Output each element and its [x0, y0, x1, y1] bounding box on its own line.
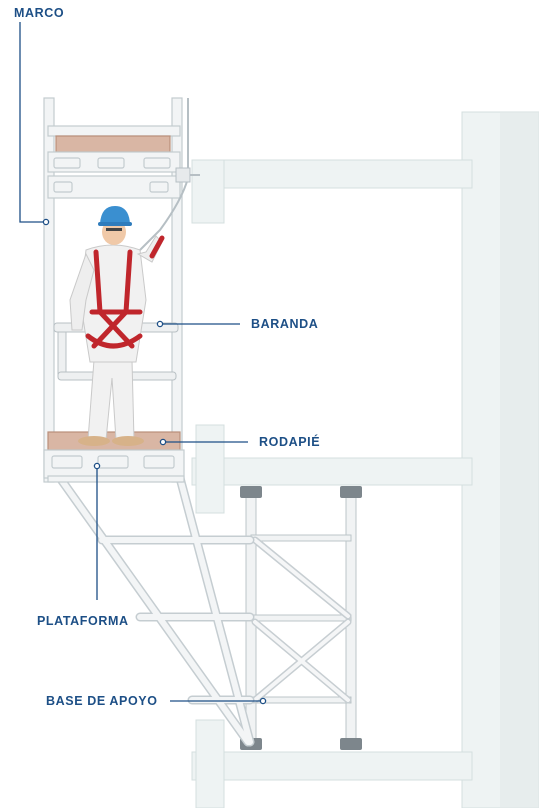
top-deck-back [47, 175, 181, 199]
jack-top-right [340, 486, 362, 498]
top-toe-board [55, 135, 171, 153]
hard-hat-icon [100, 206, 130, 224]
building-upper-slab [191, 159, 473, 189]
leader-marco [19, 22, 46, 223]
leader-dots [42, 218, 267, 705]
label-baranda: BARANDA [251, 317, 319, 331]
wall-tie [139, 98, 200, 251]
worker-with-harness-icon [69, 206, 165, 446]
tower-ledger-2 [250, 614, 352, 622]
safety-harness [85, 235, 165, 349]
wall-tie-clamp [175, 167, 191, 183]
tower-diagonals-edge [253, 538, 350, 702]
top-deck-rail [47, 125, 181, 137]
building-middle-slab [191, 457, 473, 486]
building-middle-slab-lip [195, 424, 225, 514]
building-lower-slab-lip [195, 719, 225, 808]
cantilever-bracing-face [57, 475, 253, 745]
scaffold-frame [43, 97, 185, 483]
platform-underside [47, 475, 185, 483]
label-plataforma: PLATAFORMA [37, 614, 129, 628]
label-base-de-apoyo: BASE DE APOYO [46, 694, 158, 708]
building-column-shade [500, 112, 539, 808]
building-upper-slab-lip [191, 159, 225, 224]
label-marco: MARCO [14, 6, 65, 20]
jack-bottom-right [340, 738, 362, 750]
jack-top-left [240, 486, 262, 498]
leader-lines [19, 22, 263, 702]
building-lower-slab [191, 751, 473, 781]
label-rodapie: RODAPIÉ [259, 435, 321, 449]
tower-ledger-1 [250, 534, 352, 542]
